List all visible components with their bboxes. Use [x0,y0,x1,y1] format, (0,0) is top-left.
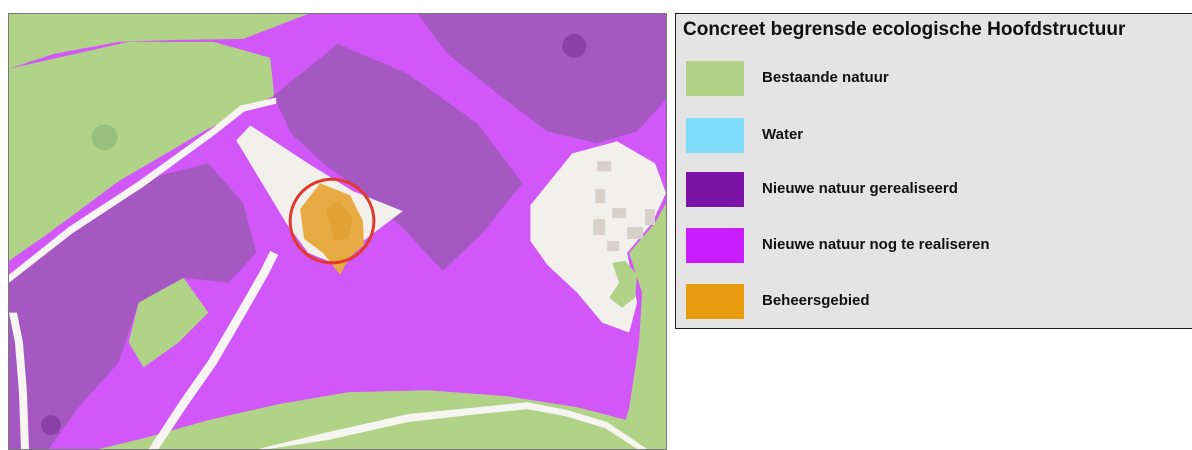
map-canvas [9,14,666,449]
road-curve [148,250,279,449]
area-existing-nature-right [617,99,666,449]
highlight-circle [288,177,376,265]
magenta-swatch [686,228,744,263]
legend-item-new-nature-realized: Nieuwe natuur gerealiseerd [686,172,1186,207]
building-6 [607,240,620,251]
marker-dark-top-right [562,33,587,58]
map-view[interactable] [8,13,667,450]
building-7 [645,209,656,226]
area-existing-nature-top [9,14,309,69]
road-left-vertical [9,312,29,449]
legend-item-management-area: Beheersgebied [686,284,1186,319]
legend-item-label: Nieuwe natuur nog te realiseren [762,236,990,253]
legend-item-label: Bestaande natuur [762,69,889,86]
legend-item-label: Water [762,126,804,143]
area-new-nature-realized-left [9,163,257,449]
legend-item-existing-nature: Bestaande natuur [686,61,1186,96]
light-blue-swatch [686,118,744,153]
building-1 [597,161,612,172]
area-new-nature-realized-center [273,43,523,271]
area-management-inner [326,201,353,241]
legend-panel: Concreet begrensde ecologische Hoofdstru… [675,13,1192,329]
legend-item-label: Beheersgebied [762,292,870,309]
legend-title: Concreet begrensde ecologische Hoofdstru… [683,19,1126,40]
building-2 [595,189,606,204]
dark-purple-swatch [686,172,744,207]
area-existing-nature-left-band [9,41,275,261]
building-3 [612,208,627,219]
legend-item-water: Water [686,118,1186,153]
green-swatch [686,61,744,96]
legend-item-new-nature-to-realize: Nieuwe natuur nog te realiseren [686,228,1186,263]
marker-dark-bottom-left [40,415,61,436]
road-bottom [258,402,648,449]
marker-green-dark [91,124,118,151]
area-green-loop [609,260,638,308]
building-5 [627,227,644,239]
orange-swatch [686,284,744,319]
area-new-nature-realized-top-right [417,14,666,144]
building-4 [593,219,606,235]
legend-item-label: Nieuwe natuur gerealiseerd [762,180,958,197]
area-existing-nature-bottom-left [128,277,209,368]
